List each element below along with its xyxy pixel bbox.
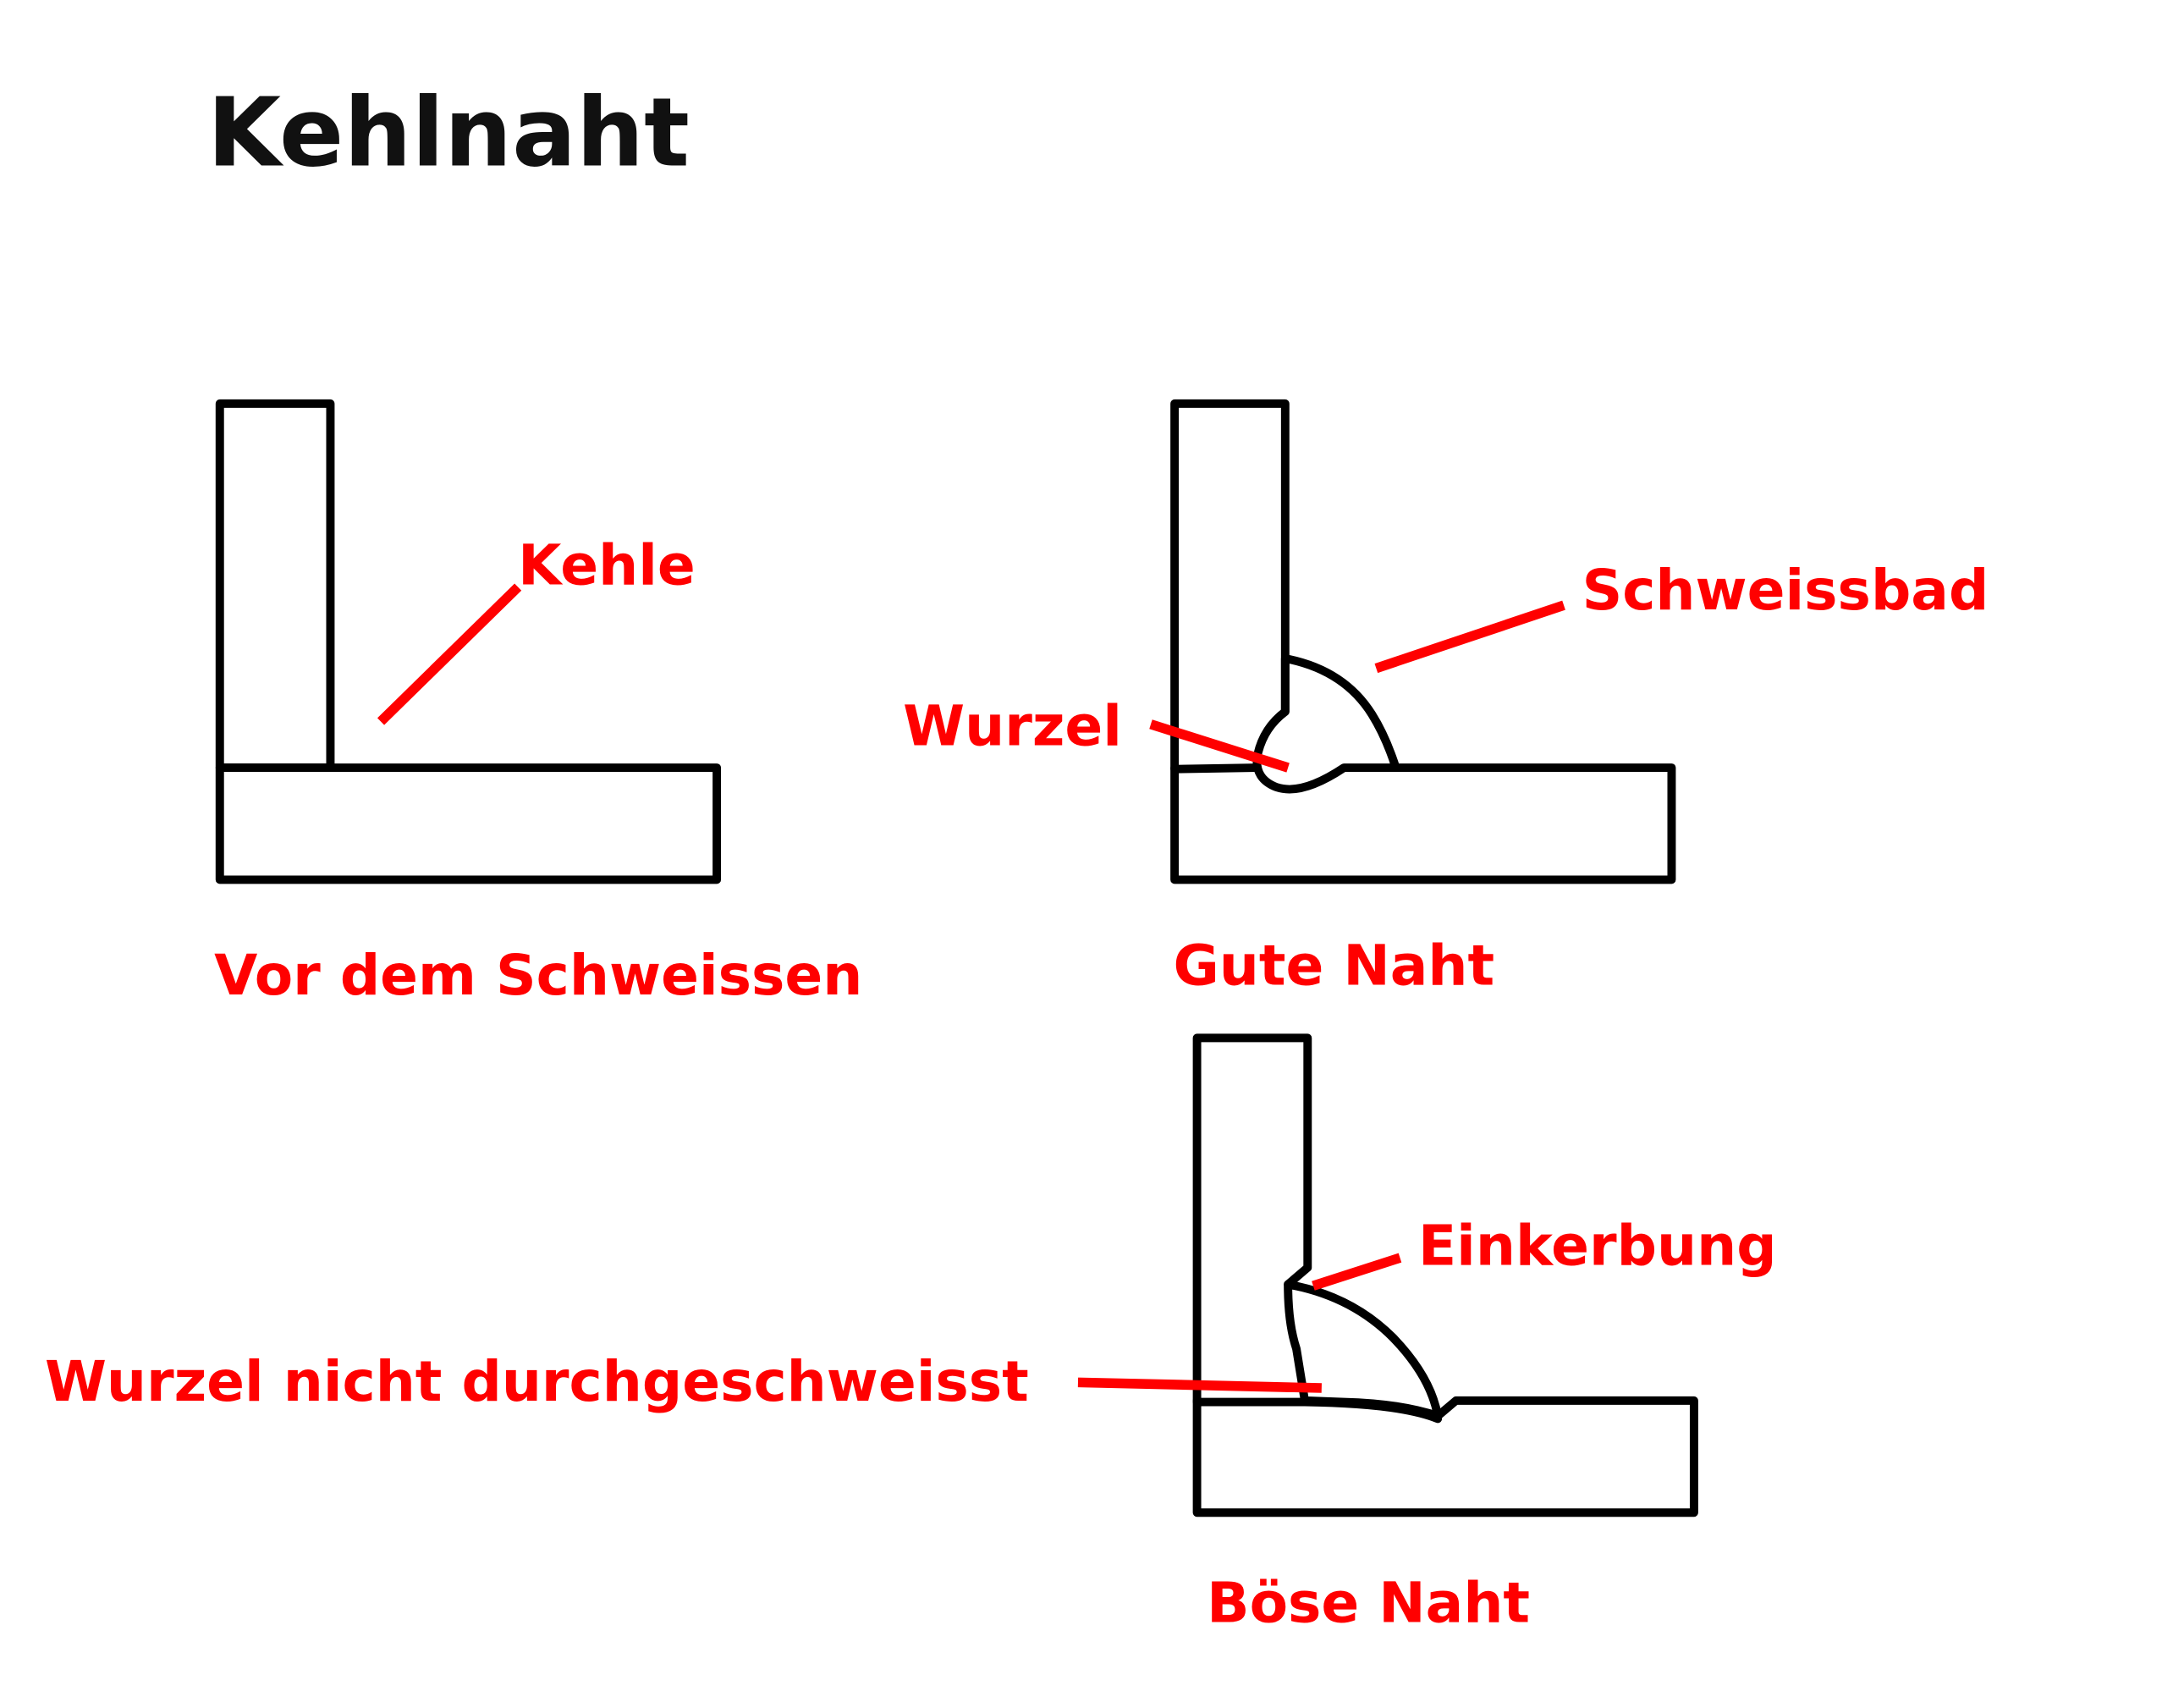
wurzel-leader <box>1149 719 1290 773</box>
good-weld-joint <box>1149 399 1676 884</box>
wurzel-nicht-durchgeschweisst-leader <box>1077 1377 1322 1393</box>
label-gute-naht: Gute Naht <box>1173 934 1494 999</box>
before-welding-joint <box>215 399 722 884</box>
label-wurzel: Wurzel <box>903 694 1122 759</box>
bad-weld-joint <box>1077 1033 1698 1517</box>
vertical-plate-hatched <box>215 399 335 773</box>
label-vor-dem-schweissen: Vor dem Schweissen <box>214 943 862 1008</box>
weld-pool-bad <box>1284 1280 1443 1421</box>
page-title: Kehlnaht <box>207 78 690 189</box>
einkerbung-leader <box>1312 1253 1402 1291</box>
kehle-leader <box>377 583 522 725</box>
label-schweissbad: Schweissbad <box>1582 558 1989 623</box>
weld-pool <box>1252 654 1400 794</box>
label-boese-naht: Böse Naht <box>1207 1570 1530 1635</box>
label-kehle: Kehle <box>518 532 696 598</box>
horizontal-plate <box>215 763 722 884</box>
schweissbad-leader <box>1374 600 1565 674</box>
label-wurzel-nicht-durchgeschweisst: Wurzel nicht durchgeschweisst <box>45 1349 1029 1414</box>
label-einkerbung: Einkerbung <box>1418 1213 1777 1278</box>
